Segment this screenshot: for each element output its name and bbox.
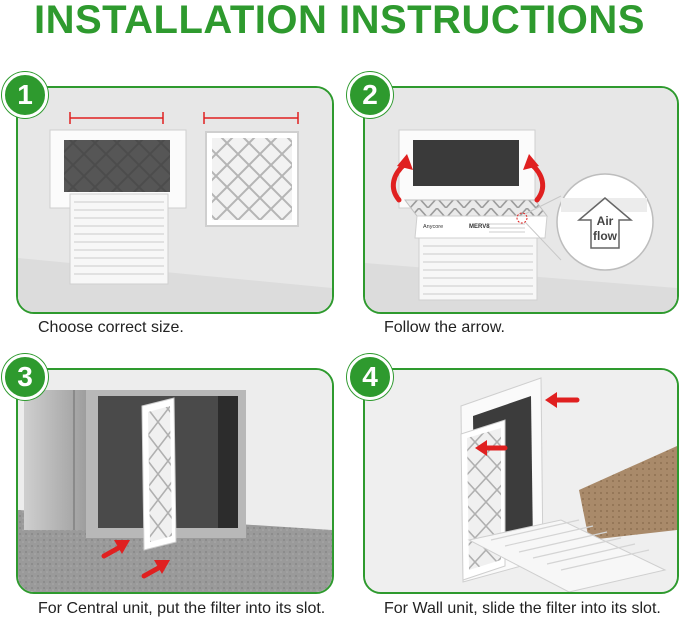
filter-brand-label: Anycore bbox=[423, 224, 443, 230]
insert-arrow-bottom-icon bbox=[141, 560, 170, 579]
step-1-badge: 1 bbox=[2, 72, 48, 118]
step-4-badge: 4 bbox=[347, 354, 393, 400]
step-3-caption: For Central unit, put the filter into it… bbox=[38, 600, 326, 617]
carpet-floor bbox=[579, 446, 677, 540]
step-1-panel bbox=[16, 86, 334, 314]
air-filter: Anycore MERV8 bbox=[404, 199, 548, 239]
step-2-caption: Follow the arrow. bbox=[384, 319, 505, 336]
central-unit bbox=[24, 390, 246, 538]
step-4-caption: For Wall unit, slide the filter into its… bbox=[384, 600, 661, 617]
slide-arrow-middle-icon bbox=[475, 440, 508, 456]
size-measure-line-1 bbox=[69, 112, 164, 124]
size-measure-line-2 bbox=[203, 112, 299, 124]
page-title: INSTALLATION INSTRUCTIONS bbox=[34, 0, 645, 42]
airflow-up-arrow-icon bbox=[576, 197, 634, 249]
step-3-panel bbox=[16, 368, 334, 594]
step-4-panel bbox=[363, 368, 679, 594]
air-filter bbox=[205, 131, 299, 227]
air-filter bbox=[141, 397, 177, 551]
step-4-illustration bbox=[365, 370, 677, 592]
step-3-badge: 3 bbox=[2, 354, 48, 400]
slide-arrow-top-icon bbox=[545, 392, 580, 408]
airflow-text-line1: Air bbox=[597, 214, 614, 228]
return-vent-frame bbox=[398, 129, 536, 209]
step-1-illustration bbox=[18, 88, 332, 312]
step-2-illustration: Anycore MERV8 bbox=[365, 88, 677, 312]
airflow-zoom-callout: Air flow bbox=[516, 173, 654, 271]
vent-grille bbox=[69, 193, 169, 285]
step-2-badge: 2 bbox=[347, 72, 393, 118]
airflow-text-line2: flow bbox=[593, 229, 618, 243]
insert-arrow-right-icon bbox=[523, 154, 546, 203]
step-2-panel: Anycore MERV8 bbox=[363, 86, 679, 314]
insert-arrow-lower-icon bbox=[101, 540, 130, 559]
vent-grille bbox=[467, 519, 667, 592]
filter-rating-label: MERV8 bbox=[469, 224, 490, 230]
step-1-caption: Choose correct size. bbox=[38, 319, 184, 336]
step-3-illustration bbox=[18, 370, 332, 592]
vent-grille bbox=[418, 237, 538, 301]
insert-arrow-left-icon bbox=[390, 154, 413, 203]
